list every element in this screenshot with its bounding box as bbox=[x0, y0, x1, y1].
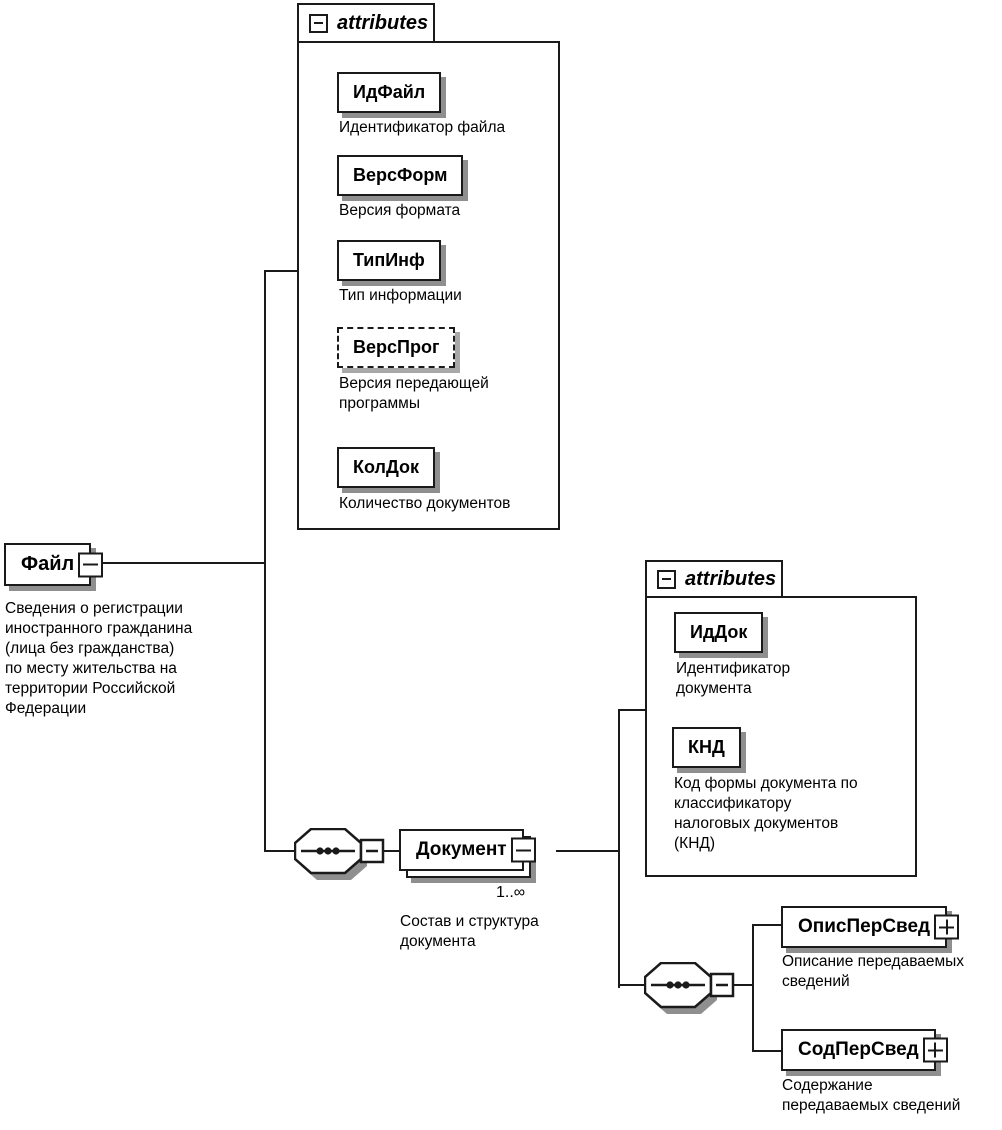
expand-icon[interactable] bbox=[934, 914, 960, 940]
minus-glyph bbox=[662, 578, 671, 580]
plus-glyph bbox=[945, 919, 948, 935]
attr-idfile-label: ИдФайл bbox=[353, 82, 426, 102]
connector-trunk-file bbox=[264, 270, 266, 852]
element-document-box[interactable]: Документ bbox=[399, 829, 536, 871]
attr-iddok-box[interactable]: ИдДок bbox=[674, 612, 764, 653]
attr-tipinf-label: ТипИнф bbox=[353, 250, 425, 270]
minus-glyph bbox=[515, 849, 531, 851]
element-file[interactable]: Файл bbox=[4, 543, 104, 586]
collapse-icon[interactable] bbox=[510, 837, 536, 863]
element-document[interactable]: Документ bbox=[399, 829, 536, 878]
attr-tipinf-box[interactable]: ТипИнф bbox=[337, 240, 441, 281]
attr-koldok-label: КолДок bbox=[353, 457, 420, 477]
attr-knd-label: КНД bbox=[688, 737, 725, 757]
connector-trunk-document bbox=[618, 709, 620, 988]
connector-line-branch-to-opispersved bbox=[752, 924, 782, 926]
element-sodpersved-annotation: Содержание передаваемых сведений bbox=[782, 1077, 961, 1114]
cardinality-label: 1..∞ bbox=[496, 884, 526, 901]
attr-koldok-annotation: Количество документов bbox=[339, 495, 511, 512]
connector-line-trunk-to-sequence1 bbox=[264, 850, 296, 852]
element-document-label: Документ bbox=[416, 839, 507, 860]
connector-line-trunk-to-file-attributes bbox=[264, 270, 299, 272]
attr-tipinf-annotation: Тип информации bbox=[339, 287, 462, 304]
element-opispersved-box[interactable]: ОписПерСвед bbox=[781, 906, 960, 948]
attr-koldok-box[interactable]: КолДок bbox=[337, 447, 436, 488]
connector-line-trunk2-to-document-attributes bbox=[618, 709, 647, 711]
collapse-icon[interactable] bbox=[657, 569, 676, 589]
attr-idfile-box[interactable]: ИдФайл bbox=[337, 72, 442, 113]
minus-glyph bbox=[314, 22, 323, 24]
element-file-box[interactable]: Файл bbox=[4, 543, 104, 586]
sequence-glyph bbox=[293, 827, 385, 880]
attr-iddok-label: ИдДок bbox=[690, 622, 748, 642]
connector-line-file-to-trunk bbox=[100, 562, 266, 564]
attr-versform-annotation: Версия формата bbox=[339, 202, 461, 219]
element-opispersved-label: ОписПерСвед bbox=[798, 916, 931, 937]
attributes-tab-label: attributes bbox=[685, 567, 777, 590]
element-sodpersved-label: СодПерСвед bbox=[798, 1039, 919, 1060]
file-attributes-tab: attributes bbox=[297, 3, 435, 43]
element-sodpersved[interactable]: СодПерСвед bbox=[781, 1029, 948, 1071]
connector-branch-children bbox=[752, 924, 754, 1052]
element-file-label: Файл bbox=[21, 553, 75, 575]
attr-versform-label: ВерсФорм bbox=[353, 165, 448, 185]
element-opispersved[interactable]: ОписПерСвед bbox=[781, 906, 960, 948]
connector-line-sequence1-to-document bbox=[378, 850, 402, 852]
element-opispersved-annotation: Описание передаваемых сведений bbox=[782, 953, 965, 990]
attr-iddok-annotation: Идентификатор документа bbox=[676, 660, 791, 697]
attr-knd-annotation: Код формы документа по классификатору на… bbox=[674, 775, 858, 852]
sequence-glyph bbox=[643, 961, 735, 1014]
document-attributes-tab: attributes bbox=[645, 560, 783, 598]
attr-versform-box[interactable]: ВерсФорм bbox=[337, 155, 464, 196]
connector-line-branch-to-sodpersved bbox=[752, 1050, 782, 1052]
minus-glyph bbox=[83, 563, 99, 566]
attr-knd-box[interactable]: КНД bbox=[672, 727, 741, 768]
attr-versprog-box[interactable]: ВерсПрог bbox=[337, 327, 456, 368]
sequence-icon[interactable] bbox=[293, 827, 390, 889]
element-sodpersved-box[interactable]: СодПерСвед bbox=[781, 1029, 948, 1071]
expand-icon[interactable] bbox=[922, 1037, 948, 1063]
collapse-icon[interactable] bbox=[78, 552, 104, 577]
attr-versprog-annotation: Версия передающей программы bbox=[339, 375, 489, 412]
connector-line-sequence2-to-branch bbox=[730, 984, 754, 986]
attr-idfile-annotation: Идентификатор файла bbox=[339, 119, 506, 136]
element-file-annotation: Сведения о регистрации иностранного граж… bbox=[5, 600, 193, 717]
connector-line-trunk2-to-sequence2 bbox=[618, 984, 647, 986]
element-document-annotation: Состав и структура документа bbox=[400, 913, 539, 950]
plus-glyph bbox=[934, 1042, 937, 1058]
attr-versprog-label: ВерсПрог bbox=[353, 337, 440, 357]
sequence-icon[interactable] bbox=[643, 961, 740, 1023]
attributes-tab-label: attributes bbox=[337, 11, 429, 34]
connector-line-document-to-trunk2 bbox=[556, 850, 620, 852]
collapse-icon[interactable] bbox=[309, 13, 328, 33]
